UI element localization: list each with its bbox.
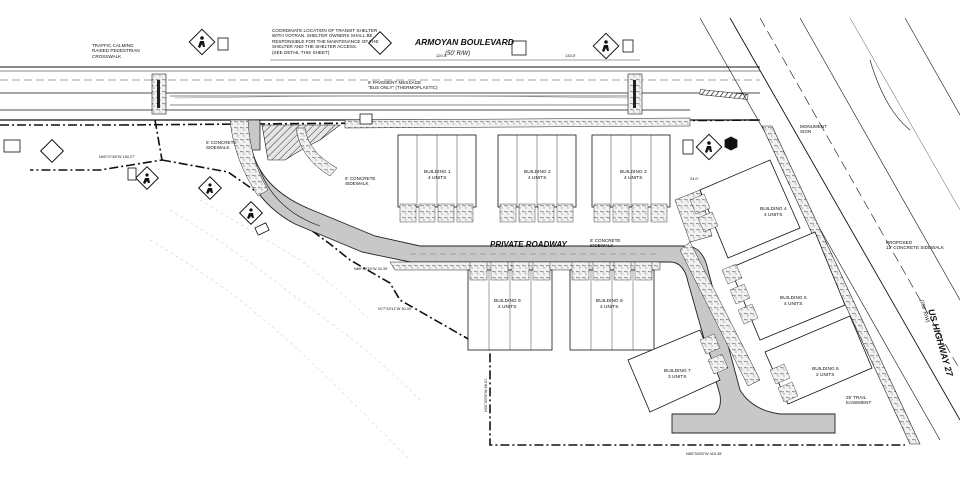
building-3-units: 4 UNITS (624, 175, 642, 181)
note-transit-shelter: COORDINATE LOCATION OF TRANSIT SHELTER W… (272, 28, 379, 55)
driveway-pads-top (399, 203, 668, 223)
driveway-pads-right (689, 193, 799, 403)
us-highway-27 (699, 17, 960, 445)
building-8-name: BUILDING 8 (596, 298, 623, 304)
building-5-name: BUILDING 5 (780, 295, 807, 301)
building-6-name: BUILDING 6 (812, 366, 839, 372)
note-sidewalk-mid: 5' CONCRETE SIDEWALK (345, 176, 376, 187)
dimension-3: 24.0' (690, 176, 699, 181)
building-4-units: 4 UNITS (764, 212, 782, 218)
pedestrian-signs (39, 28, 723, 226)
bearing-1: N00°07'48"W 160.27' (99, 155, 135, 159)
building-2-name: BUILDING 2 (524, 169, 551, 175)
dimension-2: 133.0' (565, 53, 576, 58)
note-monument-sign: MONUMENT SIGN (800, 124, 828, 135)
building-6-units: 2 UNITS (816, 372, 834, 378)
buildings-bottom-row (467, 269, 655, 351)
driveway-pads-bottom (469, 261, 653, 281)
building-5-units: 4 UNITS (784, 301, 802, 307)
note-trail-easement: 25' TRAIL EASEMENT (846, 395, 872, 406)
building-9-name: BUILDING 9 (494, 298, 521, 304)
dimension-1: 120.0' (436, 53, 447, 58)
private-roadway-label: PRIVATE ROADWAY (490, 240, 568, 249)
bearing-5: N89°34'53"W 415.35' (686, 452, 722, 456)
bearing-2: N89°46'16"W 34.39' (354, 267, 388, 271)
buildings-top-row (397, 134, 671, 208)
building-3-name: BUILDING 3 (620, 169, 647, 175)
building-9-units: 4 UNITS (498, 304, 516, 310)
note-sidewalk-left: 5' CONCRETE SIDEWALK (206, 140, 237, 151)
building-8-units: 4 UNITS (600, 304, 618, 310)
bearing-4: N00°30'05"W 66.01' (484, 378, 488, 412)
note-sidewalk-road: 5' CONCRETE SIDEWALK (590, 238, 621, 249)
armoyan-boulevard-row: (50' R/W) (445, 51, 470, 57)
building-4-name: BUILDING 4 (760, 206, 787, 212)
armoyan-boulevard-name: ARMOYAN BOULEVARD (414, 37, 514, 47)
building-1-units: 4 UNITS (428, 175, 446, 181)
sign-plaques (3, 37, 738, 236)
building-7-units: 3 UNITS (668, 374, 686, 380)
building-2-units: 4 UNITS (528, 175, 546, 181)
note-proposed-sidewalk: PROPOSED 12' CONCRETE SIDEWALK (886, 240, 944, 251)
note-traffic-calming: TRAFFIC CALMING RAISED PEDESTRIAN CROSSW… (92, 43, 140, 59)
note-pavement-message: 8' PAVEMENT MESSAGE "BUS ONLY" (THERMOPL… (368, 80, 438, 91)
bearing-3: N77°43'11"W 30.40' (378, 307, 412, 311)
landscape-contours (149, 199, 421, 461)
building-7-name: BUILDING 7 (664, 368, 691, 374)
building-1-name: BUILDING 1 (424, 169, 451, 175)
